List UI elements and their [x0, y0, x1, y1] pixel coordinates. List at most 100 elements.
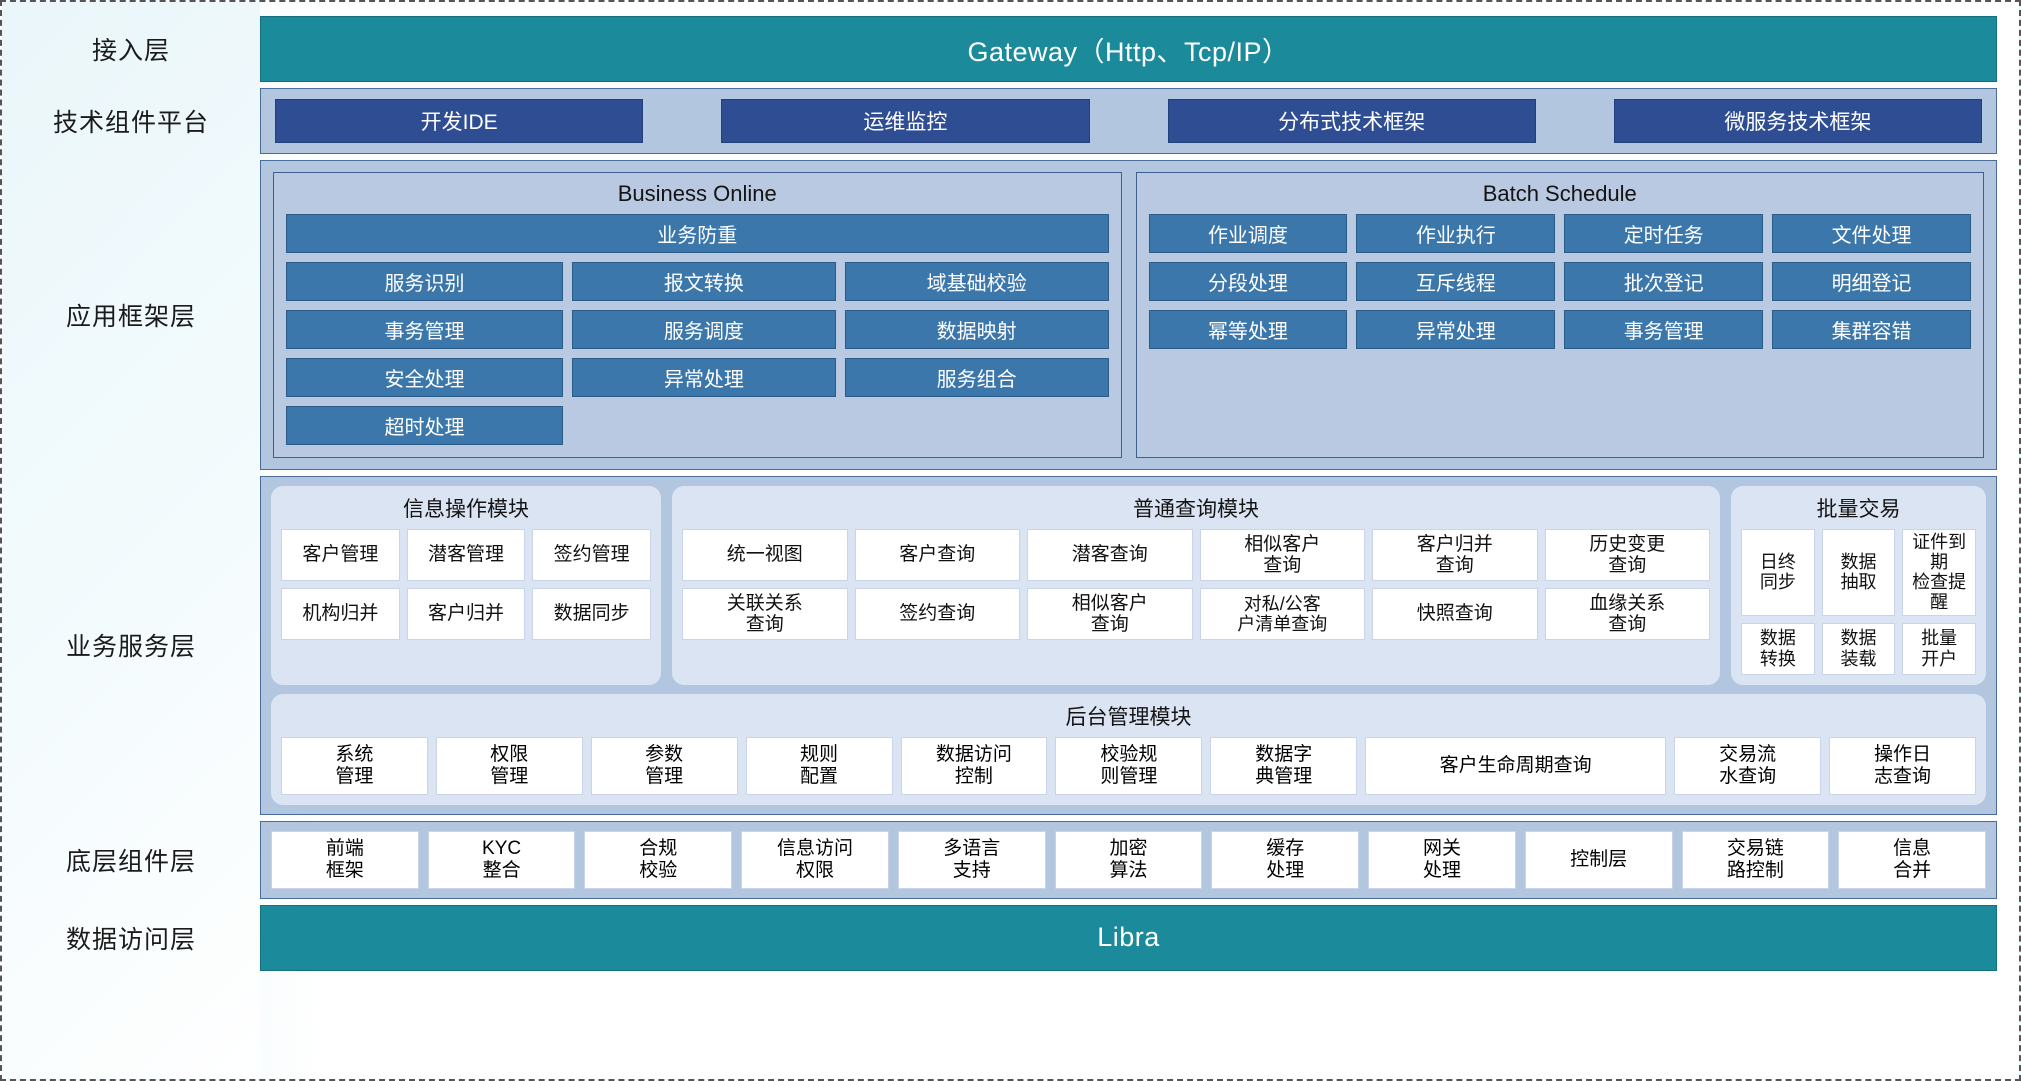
fw-chip-idempotent-process[interactable]: 幂等处理 — [1148, 310, 1348, 349]
fw-chip-job-execute[interactable]: 作业执行 — [1356, 214, 1556, 253]
fw-chip-service-compose[interactable]: 服务组合 — [844, 358, 1109, 397]
layer-label-base-component: 底层组件层 — [65, 847, 196, 876]
business-online-grid: 业务防重 服务识别 报文转换 域基础校验 事务管理 服务调度 数据映射 安全处理… — [286, 214, 1109, 445]
tech-platform-band: 开发IDE 运维监控 分布式技术框架 微服务技术框架 — [260, 88, 1997, 154]
cell-cert-expiry-reminder[interactable]: 证件到期 检查提醒 — [1902, 529, 1976, 616]
cell-snapshot-query[interactable]: 快照查询 — [1372, 588, 1538, 640]
admin-module: 后台管理模块 系统 管理 权限 管理 参数 管理 规则 配置 数据访问 控制 校… — [271, 693, 1986, 805]
info-operation-module-title: 信息操作模块 — [403, 498, 529, 521]
cell-data-transform[interactable]: 数据 转换 — [1741, 622, 1815, 675]
base-component-band: 前端 框架 KYC 整合 合规 校验 信息访问 权限 多语言 支持 加密 算法 … — [260, 820, 1997, 899]
batch-schedule-title: Batch Schedule — [1482, 181, 1637, 206]
cell-customer-lifecycle-query[interactable]: 客户生命周期查询 — [1365, 736, 1667, 795]
cell-transaction-flow-query[interactable]: 交易流 水查询 — [1674, 736, 1822, 795]
fw-chip-batch-transaction-mgmt[interactable]: 事务管理 — [1564, 310, 1764, 349]
fw-chip-detail-register[interactable]: 明细登记 — [1772, 262, 1971, 301]
admin-module-cells: 系统 管理 权限 管理 参数 管理 规则 配置 数据访问 控制 校验规 则管理 … — [281, 736, 1976, 795]
tech-chip-ops-monitor[interactable]: 运维监控 — [721, 99, 1090, 143]
cell-rule-config[interactable]: 规则 配置 — [745, 736, 893, 795]
info-operation-module: 信息操作模块 客户管理 潜客管理 签约管理 机构归并 客户归并 数据同步 — [271, 486, 661, 685]
fw-chip-segment-process[interactable]: 分段处理 — [1148, 262, 1348, 301]
cell-system-mgmt[interactable]: 系统 管理 — [281, 736, 428, 795]
cell-similar-customer-query[interactable]: 相似客户 查询 — [1199, 529, 1365, 581]
fw-chip-service-dispatch[interactable]: 服务调度 — [571, 310, 836, 349]
cell-relation-query[interactable]: 关联关系 查询 — [682, 588, 848, 640]
fw-chip-domain-validate[interactable]: 域基础校验 — [844, 262, 1109, 301]
info-operation-cells: 客户管理 潜客管理 签约管理 机构归并 客户归并 数据同步 — [281, 529, 651, 640]
cell-kyc-integration[interactable]: KYC 整合 — [427, 830, 576, 889]
left-label-strip — [2, 2, 260, 1079]
fw-chip-data-mapping[interactable]: 数据映射 — [844, 310, 1109, 349]
fw-chip-message-transform[interactable]: 报文转换 — [571, 262, 836, 301]
fw-chip-batch-register[interactable]: 批次登记 — [1564, 262, 1764, 301]
cell-parameter-mgmt[interactable]: 参数 管理 — [590, 736, 738, 795]
cell-encryption-algorithm[interactable]: 加密 算法 — [1054, 830, 1203, 889]
cell-contract-mgmt[interactable]: 签约管理 — [532, 529, 651, 581]
fw-chip-timed-task[interactable]: 定时任务 — [1564, 214, 1764, 253]
fw-chip-security-process[interactable]: 安全处理 — [286, 358, 563, 397]
tech-chip-row: 开发IDE 运维监控 分布式技术框架 微服务技术框架 — [275, 99, 1982, 143]
fw-chip-timeout-process[interactable]: 超时处理 — [286, 406, 563, 445]
cell-validation-rule-mgmt[interactable]: 校验规 则管理 — [1055, 736, 1203, 795]
cell-compliance-validation[interactable]: 合规 校验 — [584, 830, 733, 889]
cell-customer-mgmt[interactable]: 客户管理 — [281, 529, 400, 581]
cell-data-access-control[interactable]: 数据访问 控制 — [900, 736, 1048, 795]
admin-module-title: 后台管理模块 — [1065, 705, 1192, 729]
cell-permission-mgmt[interactable]: 权限 管理 — [435, 736, 583, 795]
tech-chip-distributed-framework[interactable]: 分布式技术框架 — [1167, 99, 1536, 143]
fw-chip-exception-process[interactable]: 异常处理 — [571, 358, 836, 397]
fw-chip-mutex-thread[interactable]: 互斥线程 — [1356, 262, 1556, 301]
cell-info-access-permission[interactable]: 信息访问 权限 — [741, 830, 889, 889]
fw-chip-batch-exception-process[interactable]: 异常处理 — [1356, 310, 1556, 349]
cell-operation-log-query[interactable]: 操作日 志查询 — [1829, 736, 1976, 795]
tech-chip-ide[interactable]: 开发IDE — [275, 99, 644, 143]
layer-label-access: 接入层 — [91, 37, 170, 65]
layer-label-tech-platform: 技术组件平台 — [52, 109, 209, 137]
fw-chip-business-dedup[interactable]: 业务防重 — [286, 214, 1109, 253]
common-query-module-title: 普通查询模块 — [1133, 498, 1259, 521]
cell-history-change-query[interactable]: 历史变更 查询 — [1544, 529, 1710, 581]
cell-customer-merge[interactable]: 客户归并 — [406, 588, 526, 640]
fw-chip-file-process[interactable]: 文件处理 — [1772, 214, 1971, 253]
cell-prospect-query[interactable]: 潜客查询 — [1027, 529, 1193, 581]
tech-chip-microservice-framework[interactable]: 微服务技术框架 — [1613, 99, 1982, 143]
common-query-module: 普通查询模块 统一视图 客户查询 潜客查询 相似客户 查询 客户归并 查询 历史… — [672, 486, 1720, 685]
fw-chip-cluster-failover[interactable]: 集群容错 — [1772, 310, 1971, 349]
cell-info-merge[interactable]: 信息 合并 — [1838, 830, 1986, 889]
fw-chip-job-schedule[interactable]: 作业调度 — [1148, 214, 1348, 253]
cell-data-sync[interactable]: 数据同步 — [532, 588, 651, 640]
cell-lineage-query[interactable]: 血缘关系 查询 — [1544, 588, 1710, 640]
app-framework-band: Business Online 业务防重 服务识别 报文转换 域基础校验 事务管… — [260, 160, 1997, 470]
cell-multilanguage-support[interactable]: 多语言 支持 — [897, 830, 1046, 889]
batch-transaction-module: 批量交易 日终 同步 数据 抽取 证件到期 检查提醒 数据 转换 数据 装载 批… — [1731, 486, 1986, 685]
cell-data-extract[interactable]: 数据 抽取 — [1821, 529, 1896, 616]
cell-cache-processing[interactable]: 缓存 处理 — [1211, 830, 1360, 889]
cell-batch-account-open[interactable]: 批量 开户 — [1902, 622, 1976, 675]
base-component-cells: 前端 框架 KYC 整合 合规 校验 信息访问 权限 多语言 支持 加密 算法 … — [271, 830, 1986, 889]
cell-org-merge[interactable]: 机构归并 — [281, 588, 400, 640]
cell-frontend-framework[interactable]: 前端 框架 — [271, 830, 419, 889]
business-online-panel: Business Online 业务防重 服务识别 报文转换 域基础校验 事务管… — [273, 172, 1122, 458]
fw-chip-service-identify[interactable]: 服务识别 — [286, 262, 563, 301]
cell-gateway-processing[interactable]: 网关 处理 — [1368, 830, 1516, 889]
cell-private-public-customer-list-query[interactable]: 对私/公客 户清单查询 — [1199, 588, 1365, 640]
layer-label-business-service: 业务服务层 — [65, 633, 196, 662]
cell-eod-sync[interactable]: 日终 同步 — [1741, 529, 1815, 616]
fw-chip-transaction-mgmt[interactable]: 事务管理 — [286, 310, 563, 349]
layer-label-data-access: 数据访问层 — [65, 925, 196, 954]
cell-customer-query[interactable]: 客户查询 — [854, 529, 1020, 581]
business-service-band: 信息操作模块 客户管理 潜客管理 签约管理 机构归并 客户归并 数据同步 普通查… — [260, 476, 1997, 815]
cell-prospect-mgmt[interactable]: 潜客管理 — [406, 529, 526, 581]
libra-bar: Libra — [260, 904, 1997, 971]
cell-unified-view[interactable]: 统一视图 — [682, 529, 848, 581]
cell-customer-merge-query[interactable]: 客户归并 查询 — [1372, 529, 1538, 581]
cell-transaction-chain-control[interactable]: 交易链 路控制 — [1681, 830, 1830, 889]
cell-control-layer[interactable]: 控制层 — [1524, 830, 1673, 889]
cell-similar-customer-query-2[interactable]: 相似客户 查询 — [1027, 588, 1193, 640]
cell-data-dictionary-mgmt[interactable]: 数据字 典管理 — [1210, 736, 1358, 795]
business-service-modules-row: 信息操作模块 客户管理 潜客管理 签约管理 机构归并 客户归并 数据同步 普通查… — [271, 486, 1986, 685]
cell-contract-query[interactable]: 签约查询 — [854, 588, 1020, 640]
cell-data-load[interactable]: 数据 装载 — [1821, 622, 1896, 675]
gateway-bar: Gateway（Http、Tcp/IP） — [260, 16, 1997, 82]
